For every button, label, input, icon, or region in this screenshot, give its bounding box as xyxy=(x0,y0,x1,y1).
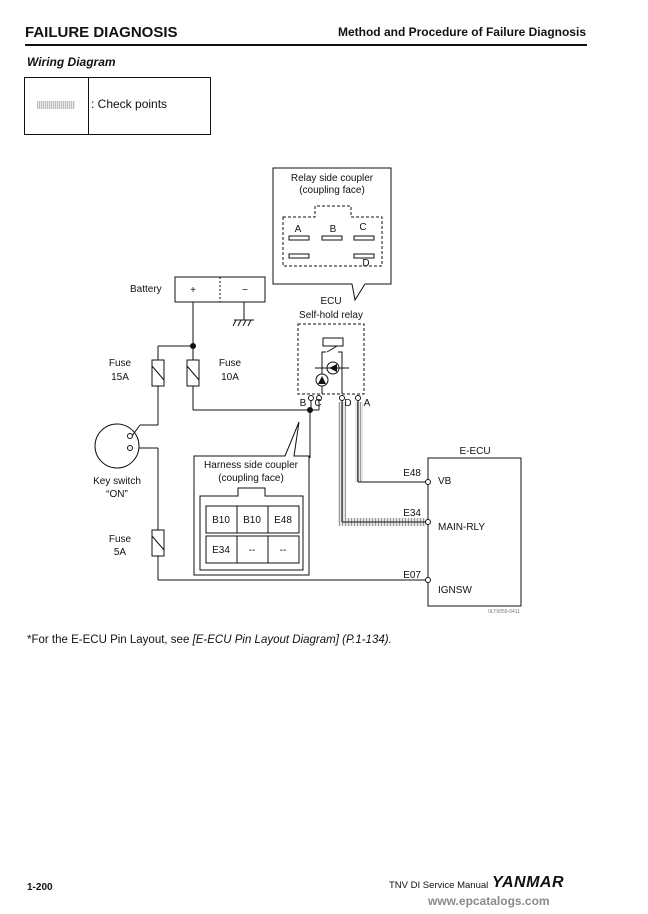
fuse-15a: Fuse 15A xyxy=(109,358,165,387)
harness-coupler-subtitle: (coupling face) xyxy=(218,473,284,484)
footnote: *For the E-ECU Pin Layout, see [E-ECU Pi… xyxy=(27,634,392,646)
battery: Battery + − xyxy=(130,276,266,327)
key-switch: Key switch “ON” xyxy=(93,423,141,500)
fuse-15a-rating: 15A xyxy=(111,372,129,383)
ecu-label: ECU xyxy=(320,296,341,307)
terminal-name: VB xyxy=(438,476,452,487)
relay-coupler-subtitle: (coupling face) xyxy=(299,185,365,196)
harness-coupler-title: Harness side coupler xyxy=(204,460,299,471)
relay-pin-c: C xyxy=(359,222,366,233)
check-point-swatch xyxy=(37,101,75,109)
legend-label: : Check points xyxy=(91,97,168,111)
terminal-name: IGNSW xyxy=(438,585,472,596)
fuse-5a-name: Fuse xyxy=(109,534,132,545)
watermark: www.epcatalogs.com xyxy=(428,894,550,908)
self-hold-relay-label: Self-hold relay xyxy=(299,310,363,321)
ecu-pin-b: B xyxy=(300,398,307,409)
brand-logo: YANMAR xyxy=(492,874,565,891)
wires xyxy=(132,302,428,581)
relay-pin-b: B xyxy=(330,224,337,235)
terminal-pin: E07 xyxy=(403,570,421,581)
junction-dot xyxy=(190,343,196,349)
junction-dot xyxy=(307,407,313,413)
terminal-pin: E48 xyxy=(403,468,421,479)
fuse-10a-name: Fuse xyxy=(219,358,242,369)
harness-cell: E34 xyxy=(212,545,230,556)
legend-box: : Check points xyxy=(24,77,211,135)
ecu-self-hold-relay: ECU Self-hold relay B C D A xyxy=(297,296,371,409)
footnote-reference-link[interactable]: [E-ECU Pin Layout Diagram] (P.1-134). xyxy=(192,634,392,646)
relay-pin-a: A xyxy=(295,224,302,235)
ecu-pin-a: A xyxy=(364,398,371,409)
section-header: FAILURE DIAGNOSIS xyxy=(25,24,178,41)
fuse-10a-rating: 10A xyxy=(221,372,239,383)
footnote-prefix: *For the E-ECU Pin Layout, see xyxy=(27,634,193,646)
fuse-15a-name: Fuse xyxy=(109,358,132,369)
page-number: 1-200 xyxy=(27,882,53,893)
legend-divider xyxy=(88,78,89,134)
relay-pin-d: D xyxy=(362,258,369,269)
harness-cell: B10 xyxy=(212,515,230,526)
fuse-5a-rating: 5A xyxy=(114,547,127,558)
ecu-pin-c: C xyxy=(314,398,321,409)
harness-cell: B10 xyxy=(243,515,261,526)
fuse-10a: Fuse 10A xyxy=(186,358,242,387)
header-rule xyxy=(25,44,587,46)
e-ecu-label: E-ECU xyxy=(459,446,490,457)
harness-side-coupler: Harness side coupler (coupling face) B10… xyxy=(193,421,310,576)
figure-code: 0LT0059-0411 xyxy=(488,609,520,615)
harness-cell: -- xyxy=(249,545,256,556)
section-title: Wiring Diagram xyxy=(27,55,116,69)
battery-plus: + xyxy=(190,285,196,296)
battery-label: Battery xyxy=(130,284,162,295)
terminal-name: MAIN-RLY xyxy=(438,522,485,533)
key-switch-label: Key switch xyxy=(93,476,141,487)
key-switch-state: “ON” xyxy=(106,489,128,500)
ecu-pin-d: D xyxy=(344,398,351,409)
terminal-pin: E34 xyxy=(403,508,421,519)
relay-coupler-title: Relay side coupler xyxy=(291,173,374,184)
fuse-5a: Fuse 5A xyxy=(109,529,165,558)
relay-side-coupler: Relay side coupler (coupling face) A B C… xyxy=(272,167,392,302)
harness-cell: -- xyxy=(280,545,287,556)
header-subtitle: Method and Procedure of Failure Diagnosi… xyxy=(337,25,586,39)
harness-cell: E48 xyxy=(274,515,292,526)
battery-minus: − xyxy=(242,285,248,296)
e-ecu: E-ECU E48 VB E34 MAIN-RLY E07 IGNSW 0LT0… xyxy=(403,446,522,615)
manual-title: TNV DI Service Manual xyxy=(389,880,489,891)
